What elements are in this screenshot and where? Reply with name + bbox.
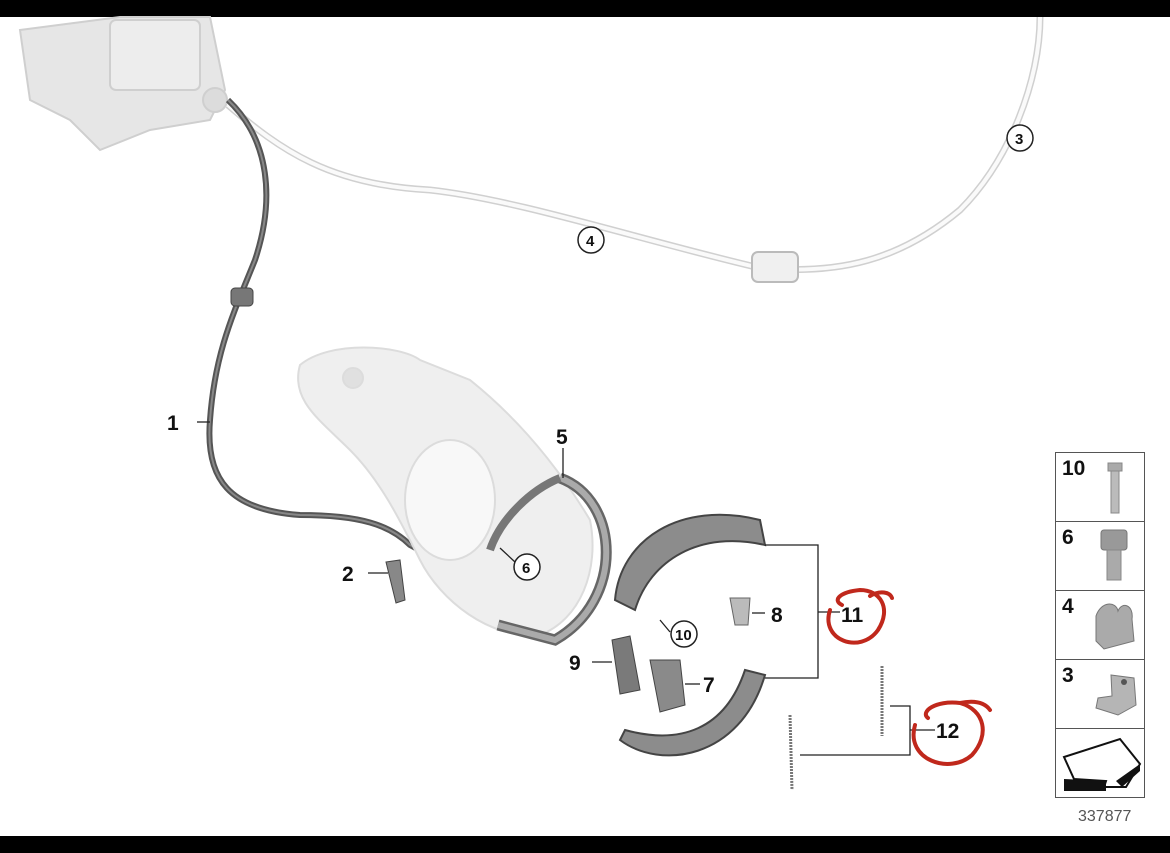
- legend-item-4: 4: [1056, 591, 1144, 660]
- highlight-circle-11: [826, 587, 894, 645]
- legend-number: 10: [1062, 457, 1086, 480]
- highlight-circle-12: [911, 699, 992, 766]
- callout-2: 2: [342, 563, 354, 586]
- callout-1: 1: [167, 412, 179, 435]
- callout-9: 9: [569, 652, 581, 675]
- callout-6-circle: [513, 553, 541, 581]
- legend-number: 4: [1062, 595, 1074, 618]
- diagram-number: 337877: [1078, 808, 1132, 825]
- legend-item-10: 10: [1056, 453, 1144, 522]
- callout-4-circle: [577, 226, 605, 254]
- brake-cable-1: [206, 97, 521, 607]
- lever-7: [649, 659, 686, 713]
- callout-6: 6: [522, 560, 530, 577]
- callout-10-circle: [670, 620, 698, 648]
- callout-3: 3: [1015, 131, 1023, 148]
- legend-number: 3: [1062, 664, 1074, 687]
- callout-10: 10: [675, 627, 692, 644]
- clamp-nut-icon: [1095, 674, 1137, 716]
- legend-item-arrow: [1056, 729, 1144, 798]
- callout-8: 8: [771, 604, 783, 627]
- bottom-black-bar: [0, 836, 1170, 853]
- brake-actuator-unit: [18, 16, 228, 152]
- callout-12: 12: [936, 720, 959, 743]
- top-black-bar: [0, 0, 1170, 17]
- callout-3-circle: [1006, 124, 1034, 152]
- legend-item-3: 3: [1056, 660, 1144, 729]
- legend-number: 6: [1062, 526, 1074, 549]
- cable-sleeve: [751, 251, 799, 283]
- brake-shoe-upper: [613, 513, 767, 612]
- callout-5: 5: [556, 426, 568, 449]
- callout-11: 11: [841, 604, 864, 627]
- bolt-icon: [1107, 462, 1123, 514]
- spring-lower: [788, 714, 794, 791]
- brake-shoe-lower: [618, 668, 767, 757]
- callout-4: 4: [586, 233, 595, 250]
- bracket-2: [385, 559, 406, 604]
- cable-4-3: [225, 16, 1044, 283]
- parts-legend: 10 6 4 3: [1055, 452, 1145, 798]
- legend-item-6: 6: [1056, 522, 1144, 591]
- wheel-carrier: [297, 346, 594, 637]
- callout-7: 7: [703, 674, 715, 697]
- hex-bolt-icon: [1100, 529, 1128, 581]
- direction-arrow-icon: [1062, 737, 1142, 791]
- cable-clip-icon: [1095, 603, 1135, 650]
- adjuster-9: [611, 635, 641, 695]
- pin-8: [729, 597, 751, 626]
- backing-plate-5: [486, 472, 612, 646]
